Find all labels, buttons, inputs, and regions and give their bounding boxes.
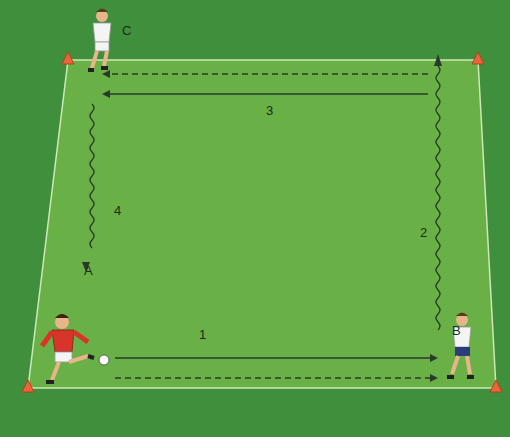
callout-label: 1 [199, 328, 206, 341]
callout-label: B [452, 324, 461, 337]
player-a [42, 314, 109, 382]
dribble-path [436, 66, 440, 330]
callout-label: C [122, 24, 131, 37]
callout-label: 2 [420, 226, 427, 239]
callout-label: 3 [266, 104, 273, 117]
arrow-head [434, 54, 442, 66]
callout-label: 4 [114, 204, 121, 217]
pass-arrow [104, 93, 428, 94]
run-arrow [115, 377, 436, 378]
player-b [447, 313, 474, 378]
cones [22, 52, 502, 392]
pass-arrow [115, 357, 436, 358]
playing-area [28, 60, 496, 388]
dribble-path [90, 104, 94, 248]
player-c [88, 9, 111, 71]
run-arrow [104, 73, 428, 74]
callout-label: A [84, 264, 93, 277]
